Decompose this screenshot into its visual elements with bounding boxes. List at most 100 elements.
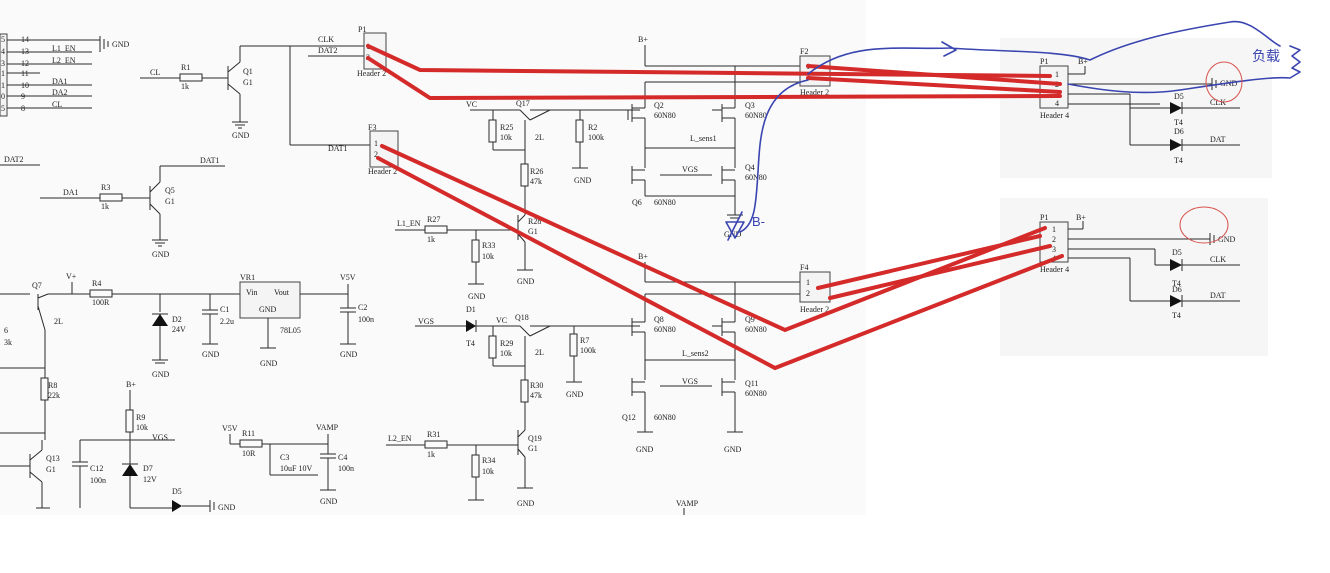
value-label: 60N80 bbox=[654, 325, 676, 334]
gnd-label: GND bbox=[517, 277, 535, 286]
ref-label: R11 bbox=[242, 429, 255, 438]
value-label: 10k bbox=[500, 133, 512, 142]
value-label: 100n bbox=[90, 476, 106, 485]
q17-driver: VC Q17 2L R25 10k R2 100k GND R26 47k R2… bbox=[395, 99, 640, 301]
ref-label: Q3 bbox=[745, 101, 755, 110]
ref-label: R8 bbox=[48, 381, 57, 390]
net-label: B+ bbox=[638, 35, 648, 44]
gnd-label: GND bbox=[574, 176, 592, 185]
net-label: CL bbox=[150, 68, 160, 77]
net-label: VC bbox=[496, 316, 507, 325]
net-label: VGS bbox=[682, 165, 698, 174]
ref-label: C1 bbox=[220, 305, 229, 314]
ref-label: F3 bbox=[368, 123, 376, 132]
ref-label: C12 bbox=[90, 464, 103, 473]
pin-number: 1 bbox=[374, 139, 378, 148]
ref-label: VR1 bbox=[240, 273, 255, 282]
net-label: L2_EN bbox=[52, 56, 76, 65]
net-label: L1_EN bbox=[52, 44, 76, 53]
ref-label: F2 bbox=[800, 47, 808, 56]
pin-number: 14 bbox=[21, 35, 29, 44]
net-label: CLK bbox=[318, 35, 334, 44]
pin-number: 1 bbox=[806, 278, 810, 287]
value-label: 100k bbox=[580, 346, 596, 355]
ref-label: Q11 bbox=[745, 379, 758, 388]
net-label: L_sens2 bbox=[682, 349, 709, 358]
ref-label: Q1 bbox=[243, 67, 253, 76]
net-label: L2_EN bbox=[388, 434, 412, 443]
q5-circuit: DAT2 DAT1 DA1 R3 1k Q5 G1 GND bbox=[0, 155, 225, 259]
pin-number: 3 bbox=[1052, 245, 1056, 254]
gnd-label: GND bbox=[517, 499, 535, 508]
header-name: Header 2 bbox=[357, 69, 386, 78]
pin-label: Vin bbox=[246, 288, 258, 297]
net-label: B+ bbox=[638, 252, 648, 261]
net-label: VGS bbox=[682, 377, 698, 386]
ref-label: R7 bbox=[580, 336, 589, 345]
pin-number: 1 bbox=[1055, 70, 1059, 79]
value-label: 100n bbox=[338, 464, 354, 473]
red-connection-annotations bbox=[366, 44, 1064, 371]
pin-number: 2 bbox=[374, 150, 378, 159]
value-label: 60N80 bbox=[654, 198, 676, 207]
gnd-label: GND bbox=[232, 131, 250, 140]
ref-label: R1 bbox=[181, 63, 190, 72]
value-label: 2L bbox=[535, 348, 544, 357]
ref-label: P1 bbox=[1040, 57, 1048, 66]
net-label: DAT2 bbox=[4, 155, 24, 164]
value-label: 100R bbox=[92, 298, 110, 307]
value-label: G1 bbox=[528, 227, 538, 236]
net-label: DA2 bbox=[52, 88, 68, 97]
value-label: 1k bbox=[427, 235, 435, 244]
ref-label: R34 bbox=[482, 456, 495, 465]
blue-load-annotation: B- 负载 bbox=[725, 20, 1301, 241]
value-label: G1 bbox=[243, 78, 253, 87]
regulator-circuit: Q7 2L V+ R4 100R D2 24V GND C1 2.2u GND … bbox=[0, 272, 374, 379]
pin-label: Vout bbox=[274, 288, 290, 297]
value-label: 60N80 bbox=[654, 413, 676, 422]
ref-label: Q12 bbox=[622, 413, 636, 422]
ref-label: P1 bbox=[1040, 213, 1048, 222]
ref-label: D6 bbox=[1172, 285, 1182, 294]
net-label: VGS bbox=[418, 317, 434, 326]
ref-label: D1 bbox=[466, 305, 476, 314]
value-label: 2L bbox=[54, 317, 63, 326]
vamp-circuit: V5V R11 10R VAMP C3 10uF 10V C4 100n GND bbox=[222, 423, 354, 506]
value-label: 100n bbox=[358, 315, 374, 324]
header-name: Header 2 bbox=[800, 88, 829, 97]
ref-label: D5 bbox=[1174, 92, 1184, 101]
ref-label: R30 bbox=[530, 381, 543, 390]
q1-circuit: CL R1 1k Q1 G1 GND CLK DAT2 DAT1 bbox=[140, 35, 372, 153]
header-p1-right-top: P1 1 2 3 4 Header 4 B+ GND D5 T4 CLK D6 … bbox=[1039, 57, 1240, 165]
ref-label: Q18 bbox=[515, 313, 529, 322]
value-label: 60N80 bbox=[745, 111, 767, 120]
ref-label: F4 bbox=[800, 263, 808, 272]
value-label: 60N80 bbox=[745, 325, 767, 334]
ref-label: C2 bbox=[358, 303, 367, 312]
ref-label: Q6 bbox=[632, 198, 642, 207]
net-label: CLK bbox=[1210, 255, 1226, 264]
gnd-label: GND bbox=[320, 497, 338, 506]
net-label: DA1 bbox=[52, 77, 68, 86]
ref-label: R33 bbox=[482, 241, 495, 250]
value-label: 10k bbox=[500, 349, 512, 358]
net-label: B+ bbox=[1076, 213, 1086, 222]
net-label: DAT1 bbox=[328, 144, 348, 153]
edge-label: 5 bbox=[1, 35, 5, 44]
value-label: 47k bbox=[530, 391, 542, 400]
gnd-label: GND bbox=[202, 350, 220, 359]
value-label: T4 bbox=[1172, 279, 1181, 288]
value-label: 22k bbox=[48, 391, 60, 400]
left-connector: 5 4 3 1 1 0 5 14 13 12 11 10 9 8 L1_EN L… bbox=[0, 33, 130, 117]
value-label: G1 bbox=[165, 197, 175, 206]
net-label: VC bbox=[466, 100, 477, 109]
value-label: 1k bbox=[181, 82, 189, 91]
value-label: 78L05 bbox=[280, 326, 301, 335]
pin-label: GND bbox=[259, 305, 277, 314]
ref-label: D5 bbox=[1172, 248, 1182, 257]
net-label: V5V bbox=[340, 273, 356, 282]
value-label: 1k bbox=[101, 202, 109, 211]
net-label: B+ bbox=[1078, 57, 1088, 66]
value-label: 60N80 bbox=[745, 173, 767, 182]
